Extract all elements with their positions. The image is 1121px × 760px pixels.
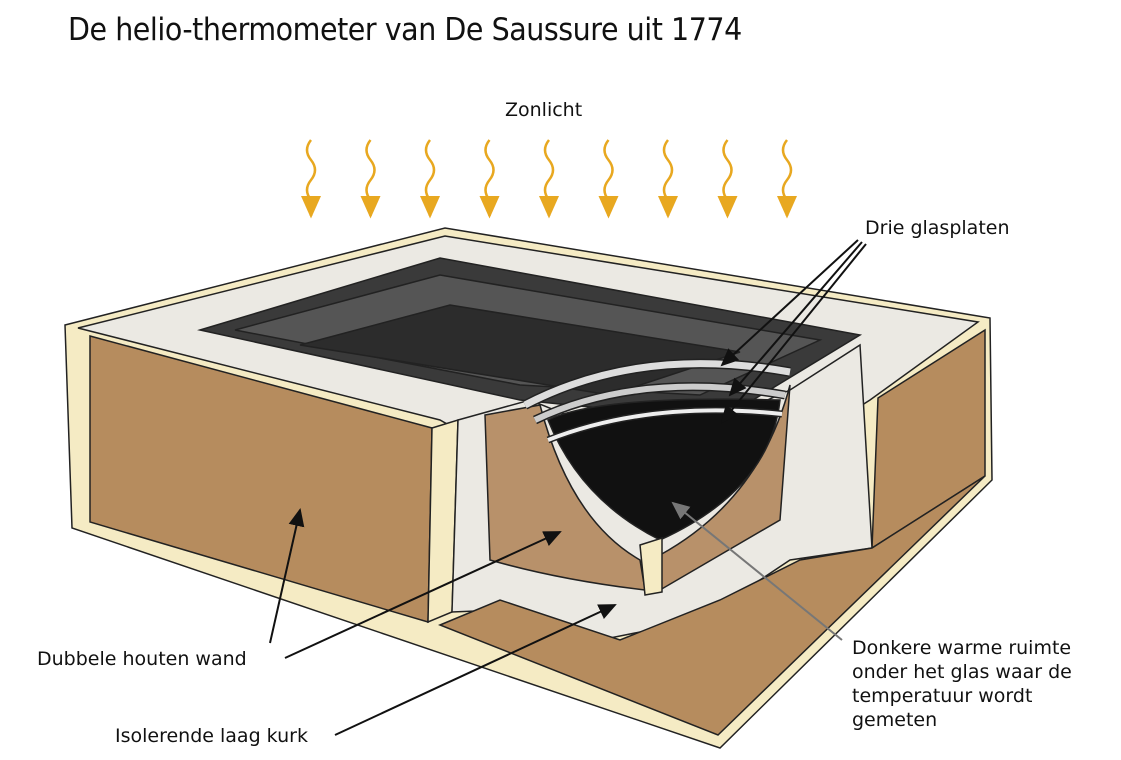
sun-ray-arrow-icon — [539, 139, 559, 219]
label-cork-layer: Isolerende laag kurk — [115, 725, 308, 747]
label-line: gemeten — [852, 709, 938, 731]
sun-ray-arrow-icon — [420, 139, 440, 219]
box-body — [64, 227, 993, 749]
dark-space — [547, 398, 781, 541]
sun-ray-arrow-icon — [479, 139, 500, 219]
label-line: Donkere warme ruimte — [852, 637, 1072, 659]
sun-ray-arrow-icon — [301, 139, 321, 219]
label-glass-plates: Drie glasplaten — [865, 217, 1010, 239]
label-dark-space: Donkere warme ruimte onder het glas waar… — [852, 636, 1072, 732]
label-line: temperatuur wordt — [852, 685, 1033, 707]
callout-arrows — [269, 239, 867, 736]
label-wooden-wall: Dubbele houten wand — [37, 648, 247, 670]
page-title: De helio-thermometer van De Saussure uit… — [68, 12, 742, 48]
sun-ray-arrow-icon — [777, 139, 797, 219]
sun-ray-arrow-icon — [717, 139, 738, 219]
sunlight-arrows — [301, 139, 797, 219]
sun-ray-arrow-icon — [658, 139, 678, 219]
label-sunlight: Zonlicht — [505, 99, 583, 121]
floor — [438, 475, 986, 736]
sun-ray-arrow-icon — [598, 139, 619, 219]
sun-ray-arrow-icon — [360, 139, 381, 219]
label-line: onder het glas waar de — [852, 661, 1072, 683]
